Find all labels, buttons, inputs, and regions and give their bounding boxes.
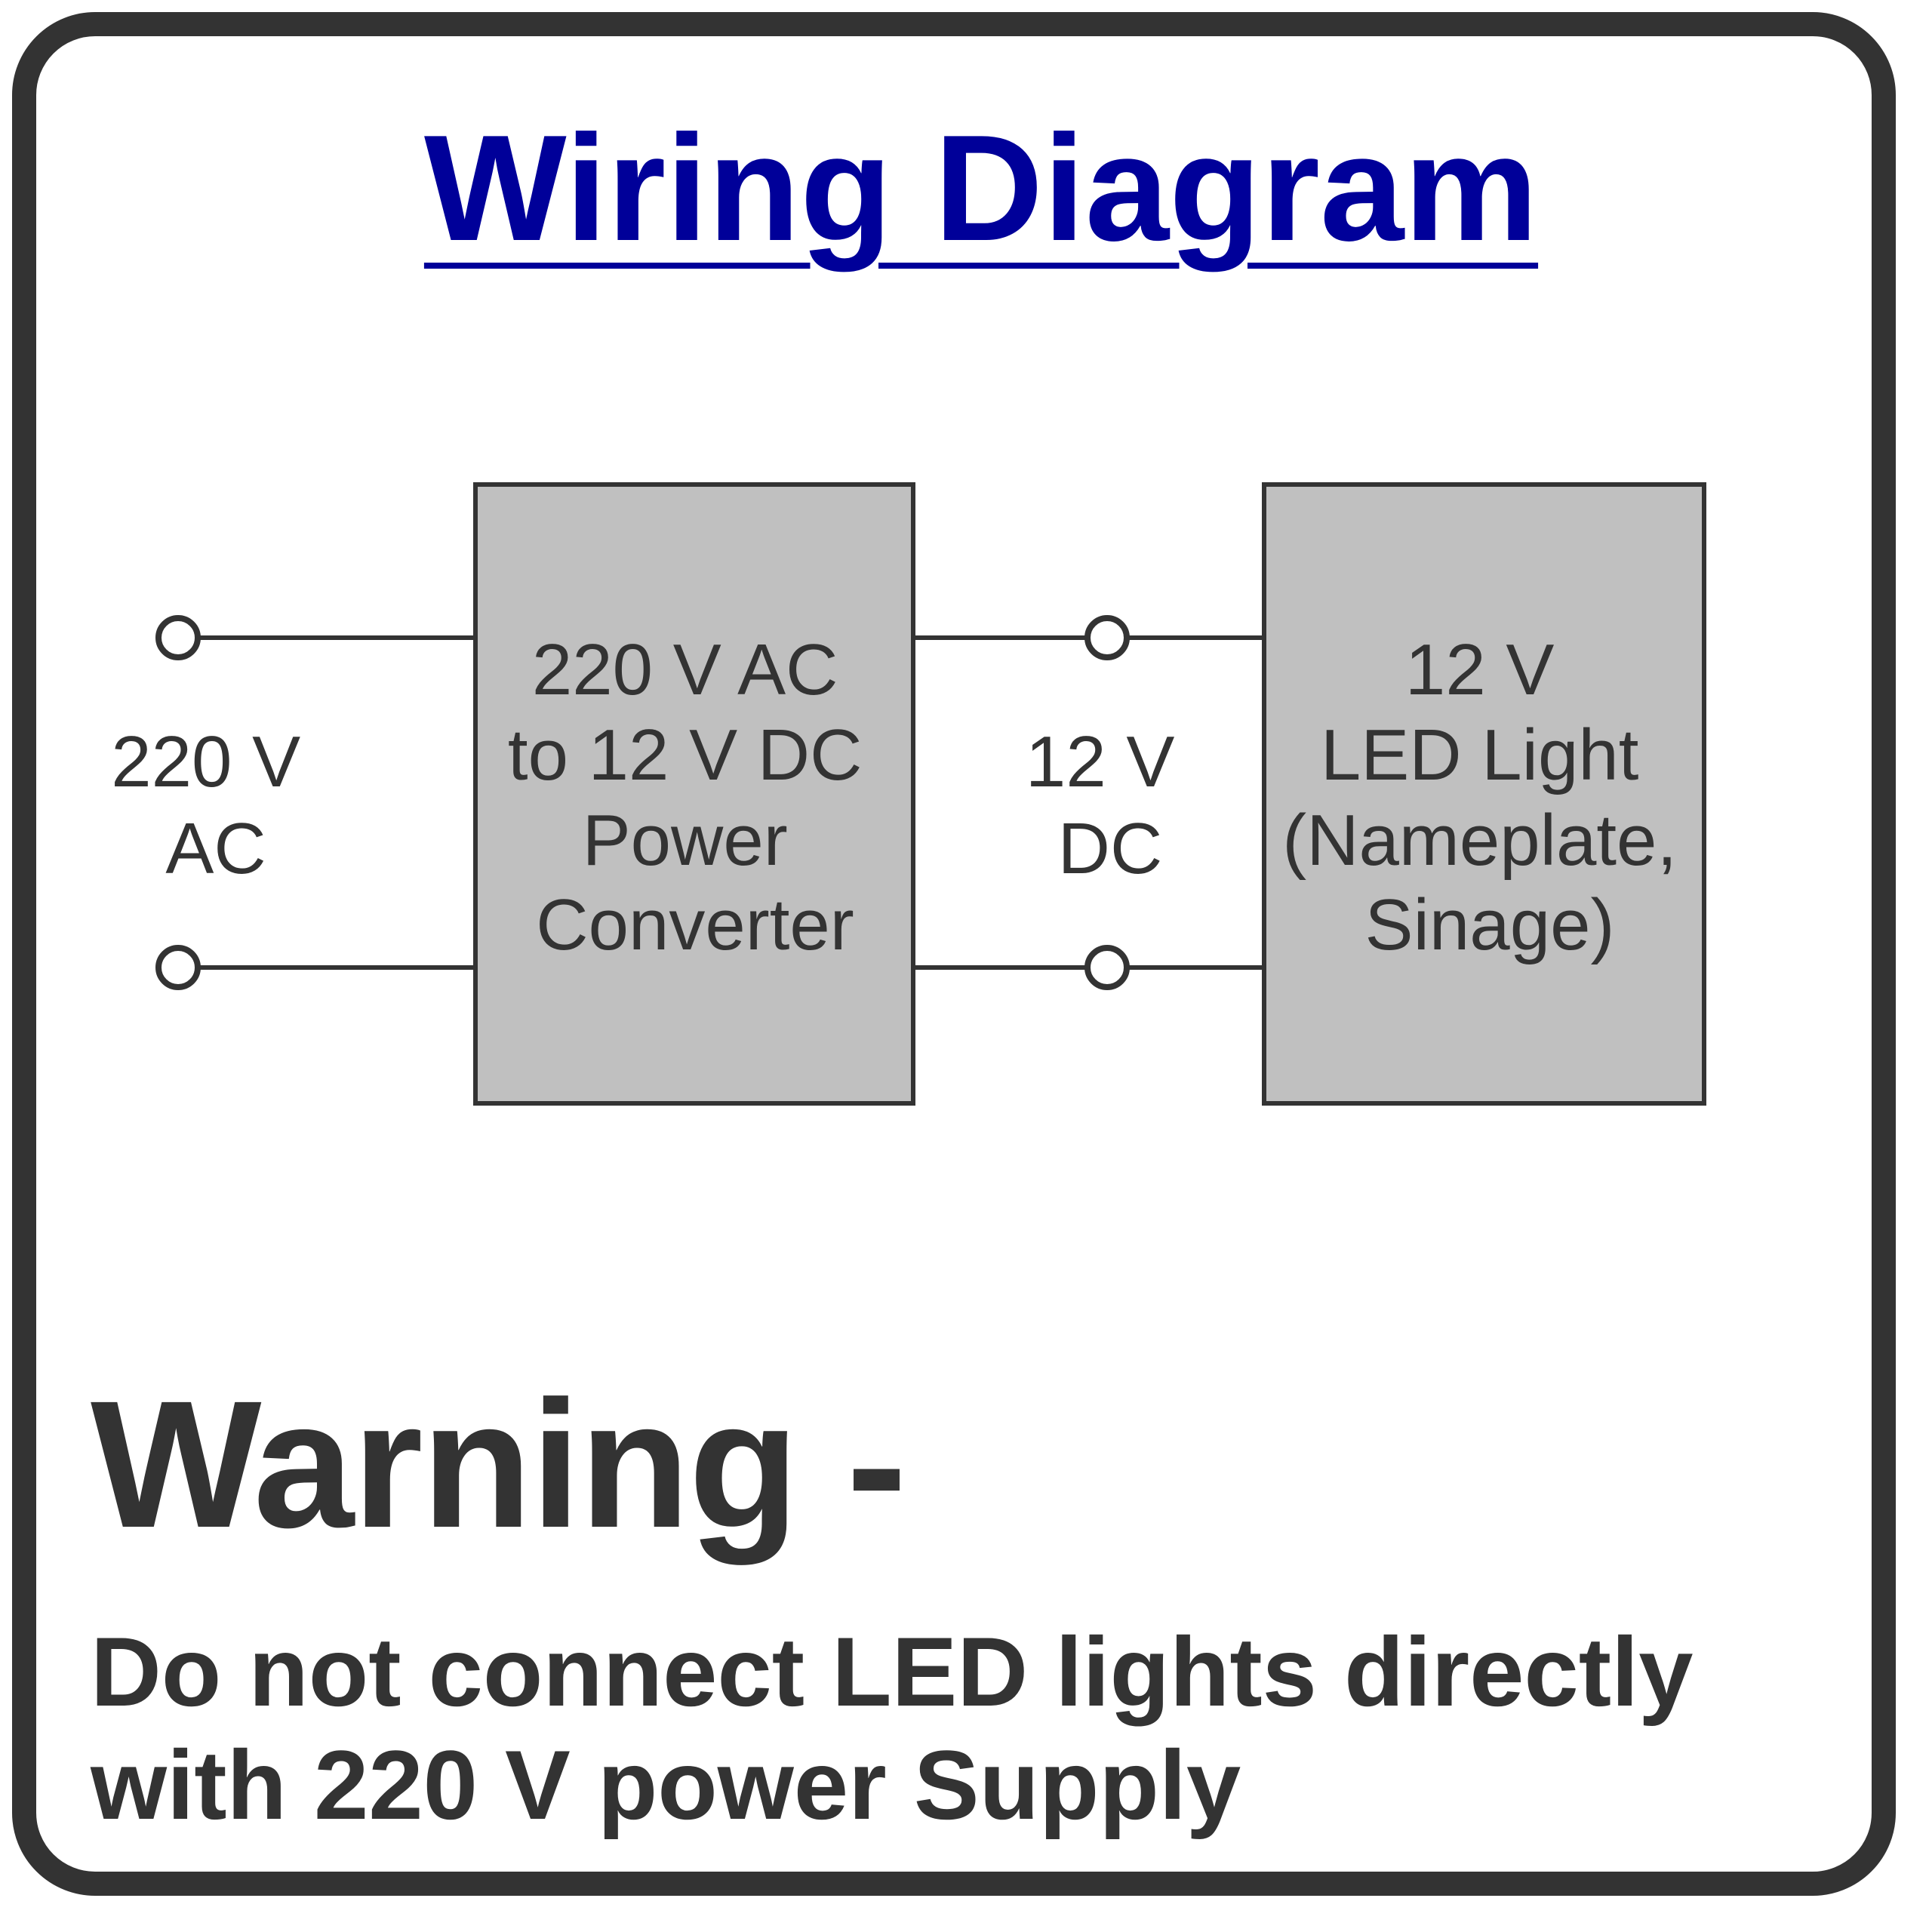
warning-line-2: with 220 V power Supply <box>91 1730 1241 1840</box>
warning-line-1: Do not connect LED lights directly <box>91 1617 1694 1727</box>
page-title: Wiring Diagram <box>423 104 1539 272</box>
input-label-line: 220 V <box>111 721 300 802</box>
terminal-dc-bottom <box>1084 945 1130 990</box>
terminal-dc-top <box>1084 615 1130 660</box>
svg-text:220 V AC: 220 V AC <box>111 721 321 889</box>
load-label-line: Sinage) <box>1365 884 1615 965</box>
converter-label-line: to 12 V DC <box>508 715 863 795</box>
output-label-line: 12 V <box>1026 721 1174 802</box>
output-label-line: DC <box>1058 808 1163 889</box>
terminal-ac-top <box>155 615 201 660</box>
terminal-ac-bottom <box>155 945 201 990</box>
load-label-line: 12 V <box>1405 629 1554 710</box>
converter-label-line: Power <box>583 800 788 881</box>
converter-box <box>473 482 915 1106</box>
warning-heading: Warning - <box>91 1363 907 1565</box>
load-label-line: (Nameplate, <box>1282 800 1677 881</box>
load-label-line: LED Light <box>1321 715 1639 795</box>
input-label-line: AC <box>165 808 266 889</box>
svg-text:220 V AC to 12 V DC Po: 220 V AC to 12 V DC Power Converter <box>508 629 882 965</box>
converter-label-line: 220 V AC <box>532 629 838 710</box>
svg-text:12 V LED Light (Namepl: 12 V LED Light (Nameplate, Sinage) <box>1282 629 1697 965</box>
converter-label-line: Converter <box>536 884 854 965</box>
svg-text:12 V DC: 12 V DC <box>1026 721 1195 889</box>
led-light-box <box>1262 482 1706 1106</box>
